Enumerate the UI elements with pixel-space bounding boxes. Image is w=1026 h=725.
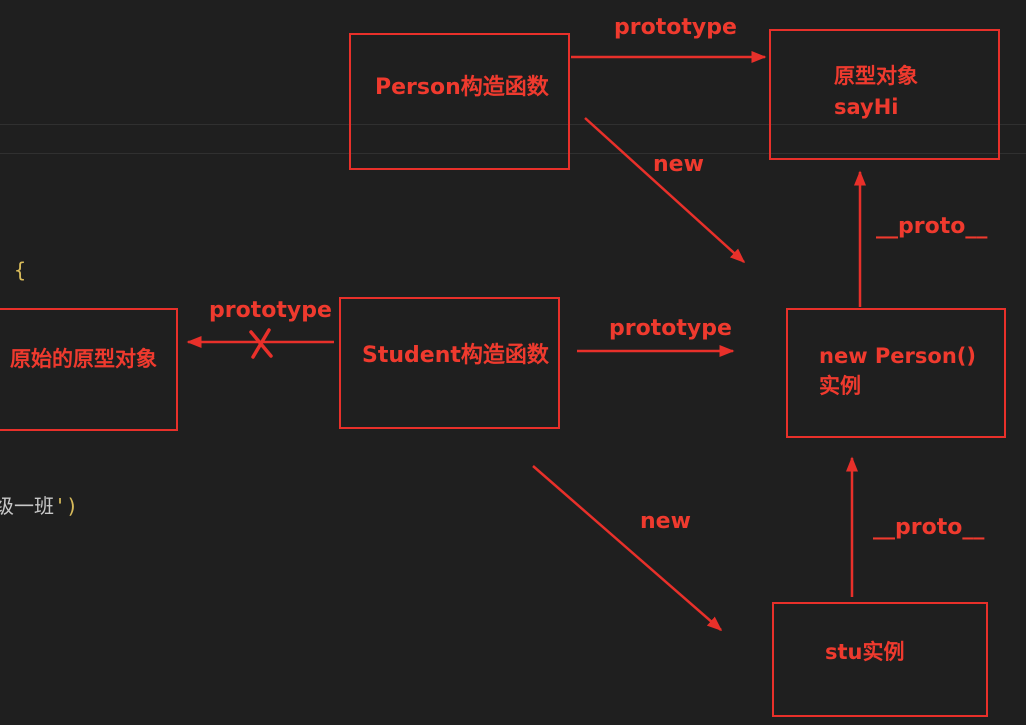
code-brace: { <box>14 258 27 282</box>
student-constructor-box: Student构造函数 <box>339 297 560 429</box>
person-constructor-label: Person构造函数 <box>375 75 549 100</box>
editor-guide-line <box>0 153 1026 154</box>
person-constructor-box: Person构造函数 <box>349 33 570 170</box>
prototype-object-label: 原型对象 <box>834 64 918 88</box>
stu-instance-box: stu实例 <box>772 602 988 717</box>
code-string-close: ') <box>54 494 79 518</box>
student-constructor-label: Student构造函数 <box>362 343 549 368</box>
edge-label-stu-proto: __proto__ <box>873 515 985 540</box>
arrow-person-new <box>584 117 746 264</box>
editor-guide-line <box>0 124 1026 125</box>
arrow-student-new <box>532 465 723 631</box>
code-string-text: 级一班 <box>0 494 54 518</box>
edge-label-person-prototype: prototype <box>614 15 737 40</box>
prototype-object-method: sayHi <box>834 95 899 119</box>
person-instance-label: new Person() <box>819 344 976 368</box>
stu-instance-label: stu实例 <box>825 640 905 664</box>
original-prototype-label: 原始的原型对象 <box>10 347 157 371</box>
person-instance-box: new Person() 实例 <box>786 308 1006 438</box>
prototype-object-box: 原型对象 sayHi <box>769 29 1000 160</box>
edge-label-instance-proto: __proto__ <box>876 214 988 239</box>
edge-label-person-new: new <box>653 152 704 177</box>
edge-label-student-new: new <box>640 509 691 534</box>
edge-label-student-original-prototype: prototype <box>209 298 332 323</box>
code-string-fragment: 级一班') <box>0 490 78 519</box>
person-instance-sublabel: 实例 <box>819 374 861 398</box>
original-prototype-box: 原始的原型对象 <box>0 308 178 431</box>
cross-mark-icon <box>249 328 273 359</box>
edge-label-student-prototype: prototype <box>609 316 732 341</box>
